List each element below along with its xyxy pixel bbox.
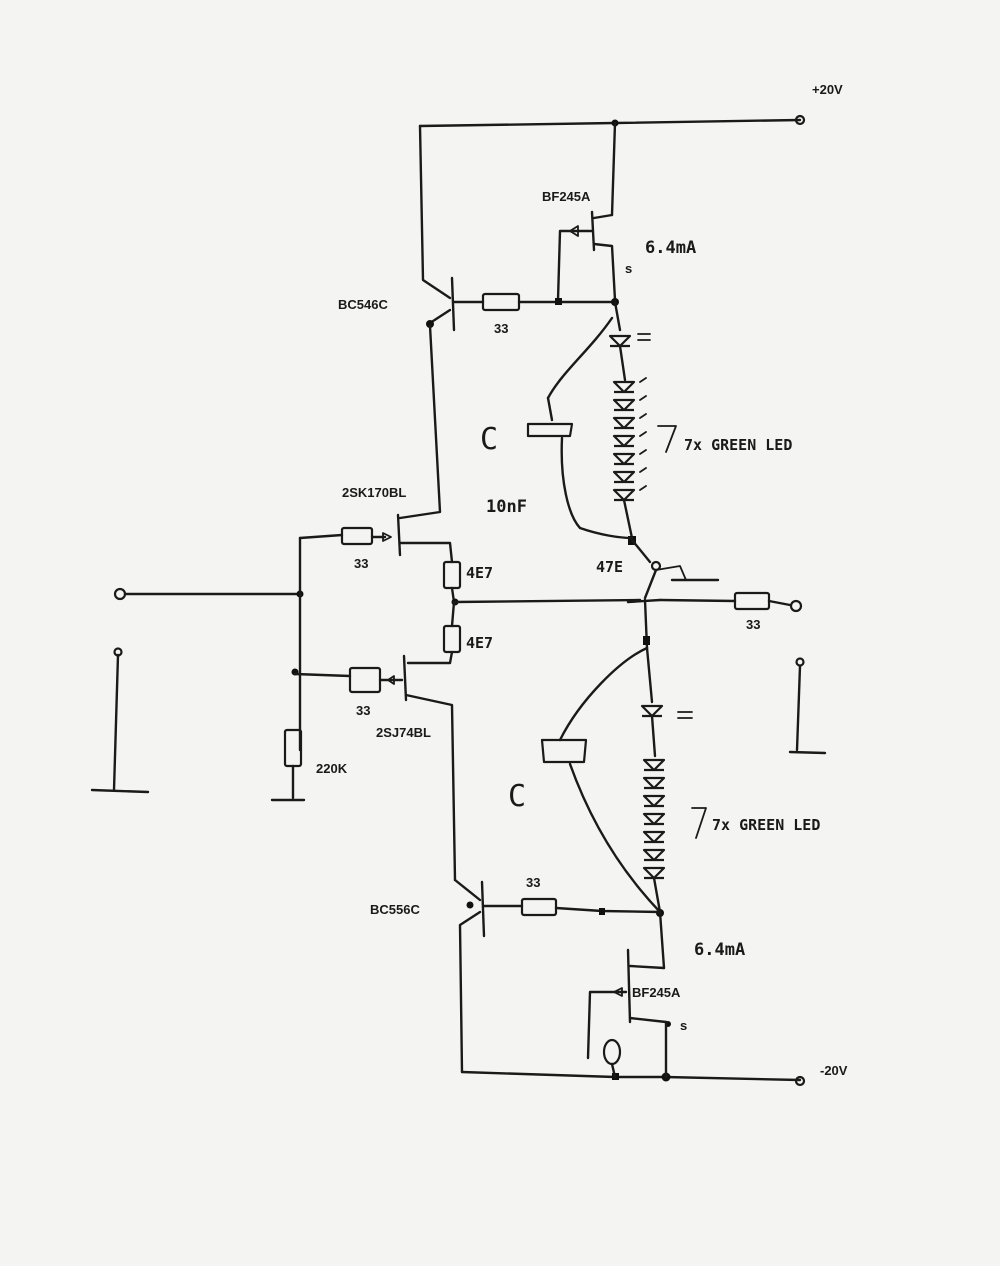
negative-rail-label: -20V <box>820 1063 848 1078</box>
input-ground-left <box>90 647 150 794</box>
top-jfet-label: BF245A <box>542 189 591 204</box>
negative-rail <box>460 1070 806 1087</box>
bottom-bjt-base-resistor-label: 33 <box>526 875 540 890</box>
bottom-led-string <box>640 646 707 917</box>
top-bjt-base-resistor-label: 33 <box>494 321 508 336</box>
top-cap <box>526 316 634 540</box>
positive-rail-label: +20V <box>812 82 843 97</box>
bottom-cap-label: C <box>508 779 526 814</box>
top-jfet-symbol <box>556 121 617 302</box>
positive-rail <box>418 114 806 128</box>
output-resistor-label: 33 <box>746 617 760 632</box>
top-bjt-symbol <box>418 124 619 332</box>
input-njfet-symbol <box>298 324 454 564</box>
top-cap-label: C <box>480 422 498 457</box>
bottom-bjt-symbol <box>453 878 662 1074</box>
input-bias-resistor <box>270 728 306 802</box>
bottom-jfet-label: BF245A <box>632 985 681 1000</box>
bottom-bjt-label: BC556C <box>370 902 420 917</box>
input-line <box>113 536 304 752</box>
top-led-string <box>608 300 677 545</box>
input-bias-resistor-label: 220K <box>316 761 348 776</box>
bottom-source-pin-label: s <box>680 1018 687 1033</box>
top-source-pin-label: s <box>625 261 632 276</box>
top-bjt-label: BC546C <box>338 297 388 312</box>
bottom-current-label: 6.4mA <box>694 940 745 960</box>
pjfet-gate-resistor-label: 33 <box>356 703 370 718</box>
output-jfet-symbol <box>626 538 803 650</box>
lower-source-resistor-label: 4E7 <box>466 634 493 652</box>
source-resistors <box>406 560 642 665</box>
input-njfet-label: 2SK170BL <box>342 485 406 500</box>
bottom-cap <box>540 646 662 914</box>
output-gate-resistor-label: 47E <box>596 558 623 576</box>
top-led-string-label: 7x GREEN LED <box>684 436 792 454</box>
bottom-led-string-label: 7x GREEN LED <box>712 816 820 834</box>
output-ground-right <box>788 657 827 755</box>
bottom-jfet-symbol <box>586 910 671 1079</box>
top-current-label: 6.4mA <box>645 238 696 258</box>
input-pjfet-label: 2SJ74BL <box>376 725 431 740</box>
njfet-gate-resistor-label: 33 <box>354 556 368 571</box>
upper-source-resistor-label: 4E7 <box>466 564 493 582</box>
input-pjfet-symbol <box>293 654 457 882</box>
top-cap-value-label: 10nF <box>486 497 527 517</box>
